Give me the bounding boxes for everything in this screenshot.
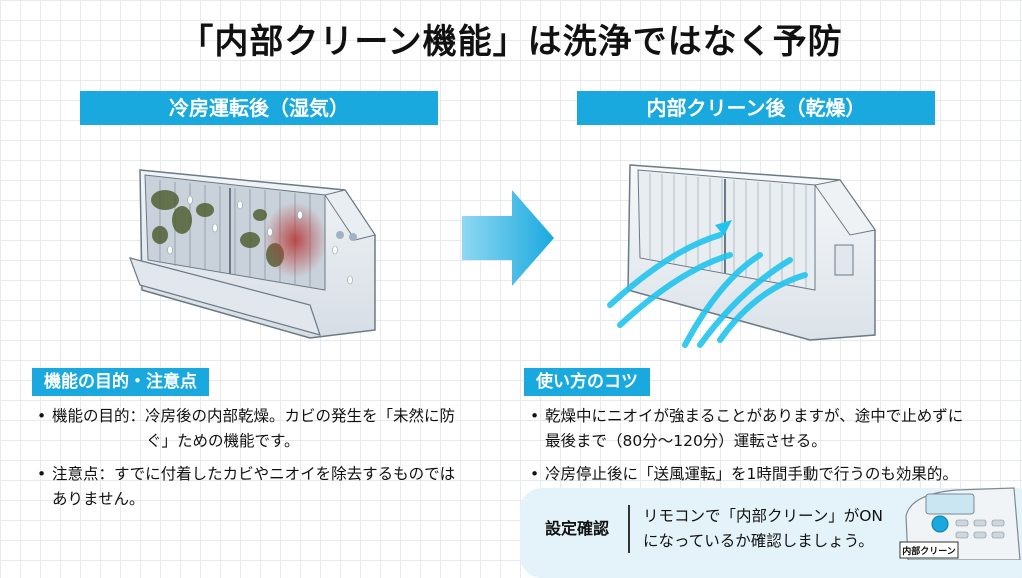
list-item: 乾燥中にニオイが強まることがありますが、途中で止めずに 最後まで（80分～120… <box>527 404 997 454</box>
list-item: 機能の目的：冷房後の内部乾燥。カビの発生を「未然に防 ぐ」ための機能です。 <box>34 404 504 454</box>
tips-item-1-line1: 乾燥中にニオイが強まることがありますが、途中で止めずに <box>545 407 964 425</box>
remote-control-illustration: 内部クリーン <box>899 487 1021 560</box>
right-panel-banner: 内部クリーン後（乾燥） <box>577 91 935 125</box>
tips-item-2-line1: 冷房停止後に「送風運転」を1時間手動で行うのも効果的。 <box>545 465 958 483</box>
clean-ac-illustration <box>607 164 876 348</box>
list-item: 注意点：すでに付着したカビやニオイを除去するものでは ありません。 <box>34 462 504 512</box>
tips-heading: 使い方のコツ <box>524 368 650 396</box>
purpose-item-2-line1: 注意点：すでに付着したカビやニオイを除去するものでは <box>52 465 456 483</box>
right-arrow-icon <box>462 190 554 286</box>
confirm-line2: になっているか確認しましょう。 <box>643 532 874 550</box>
divider <box>628 505 630 553</box>
moldy-ac-illustration <box>129 169 376 339</box>
page-title: 「内部クリーン機能」は洗浄ではなく予防 <box>179 22 843 62</box>
purpose-list: 機能の目的：冷房後の内部乾燥。カビの発生を「未然に防 ぐ」ための機能です。 注意… <box>34 404 504 520</box>
tips-list: 乾燥中にニオイが強まることがありますが、途中で止めずに 最後まで（80分～120… <box>527 404 997 495</box>
purpose-item-2-line2: ありません。 <box>52 490 145 508</box>
left-panel-banner: 冷房運転後（湿気） <box>80 91 438 125</box>
tips-item-1-line2: 最後まで（80分～120分）運転させる。 <box>545 432 827 450</box>
confirm-label: 設定確認 <box>545 519 610 538</box>
confirm-line1: リモコンで「内部クリーン」がON <box>643 507 884 525</box>
purpose-item-1-line2: ぐ」ための機能です。 <box>146 432 300 450</box>
purpose-item-1-line1: 機能の目的：冷房後の内部乾燥。カビの発生を「未然に防 <box>52 407 456 425</box>
confirm-text: リモコンで「内部クリーン」がON になっているか確認しましょう。 <box>643 504 903 554</box>
list-item: 冷房停止後に「送風運転」を1時間手動で行うのも効果的。 <box>527 462 997 487</box>
remote-button-label: 内部クリーン <box>902 545 956 557</box>
purpose-heading: 機能の目的・注意点 <box>32 368 209 396</box>
